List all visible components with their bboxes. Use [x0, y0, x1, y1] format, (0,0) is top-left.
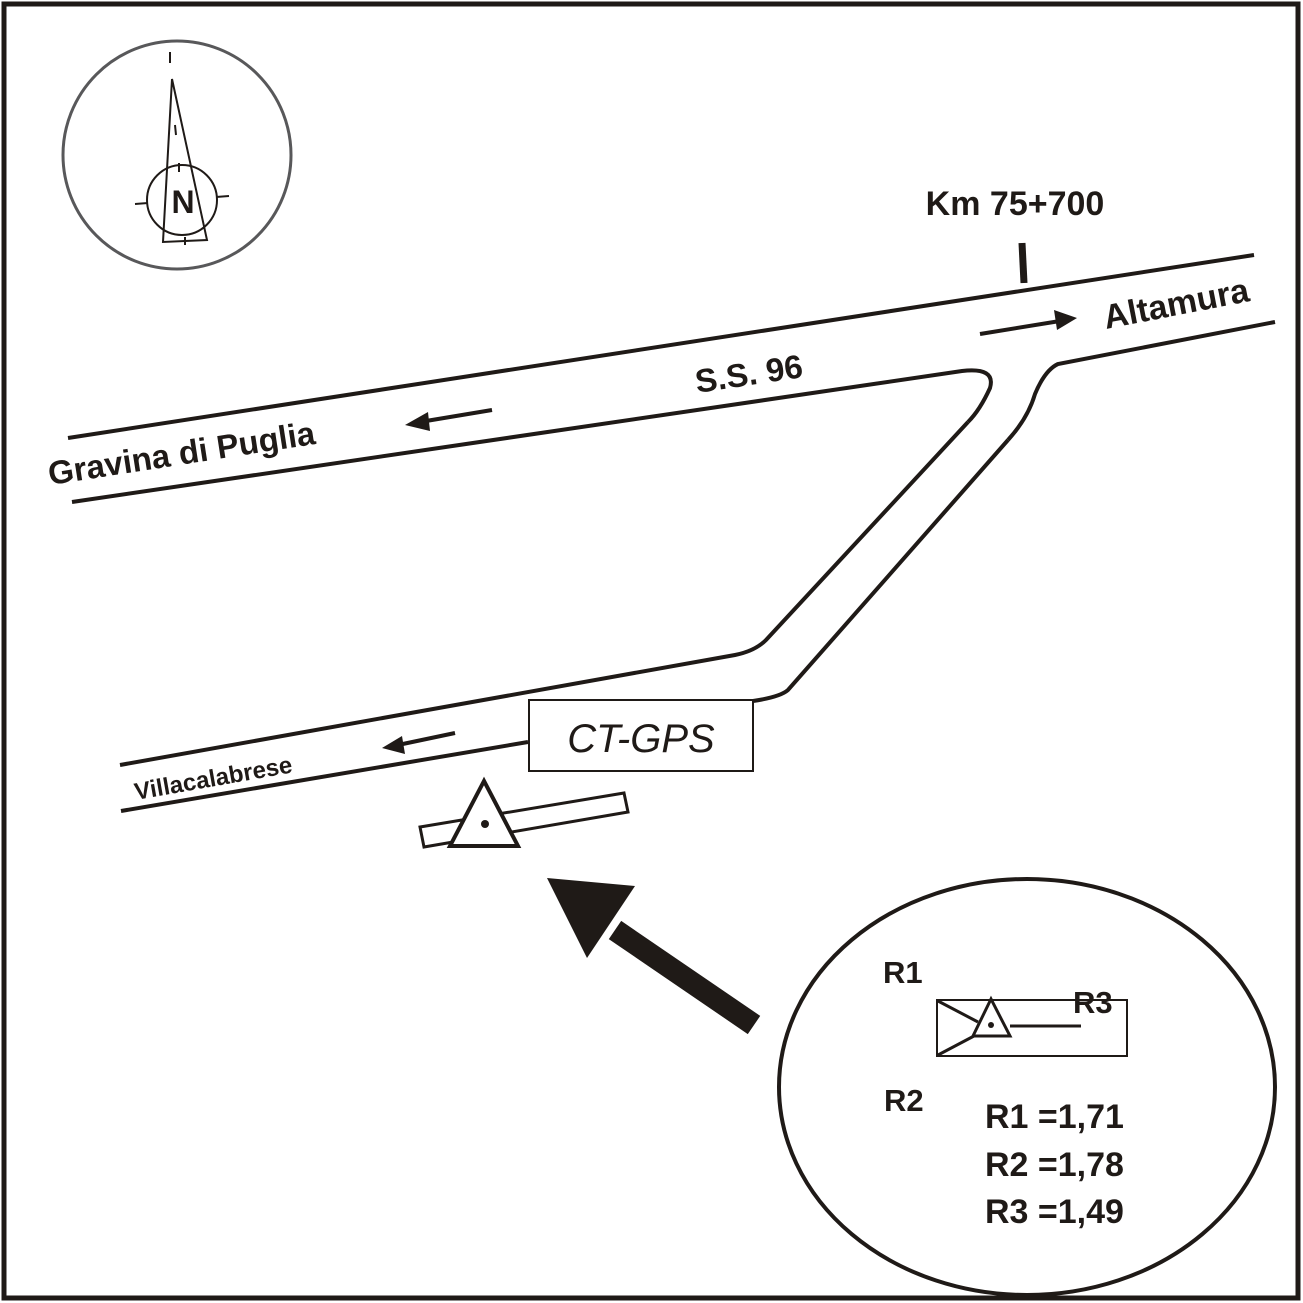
- measurement-r1: R1 =1,71: [985, 1098, 1124, 1136]
- ramp-east-edge: [752, 438, 1010, 703]
- station-label-box: CT-GPS: [528, 699, 754, 772]
- side-road-south-edge: [120, 740, 529, 813]
- inset-benchmark-dot: [988, 1022, 994, 1028]
- inset-slab: [936, 999, 1128, 1057]
- survey-benchmark-triangle-icon: [418, 776, 630, 849]
- inset-line-r1: [937, 999, 979, 1024]
- compass-ring: [61, 39, 293, 271]
- label-km-marker: Km 75+700: [926, 185, 1105, 223]
- inset-benchmark-triangle: [970, 995, 1013, 1038]
- ramp-west-edge: [119, 420, 970, 767]
- direction-arrow-altamura: [979, 310, 1077, 336]
- inset-line-r2: [937, 1034, 975, 1057]
- measurement-r3: R3 =1,49: [985, 1193, 1124, 1231]
- arrow-left-icon: [382, 736, 405, 754]
- main-road: [67, 242, 1276, 504]
- direction-arrow-villacalabrese: [382, 731, 456, 754]
- inset-label-r1: R1: [883, 955, 923, 990]
- inset-ellipse: [777, 877, 1277, 1297]
- detail-inset: R1 R2 R3 R1 =1,71 R2 =1,78 R3 =1,49: [777, 877, 1277, 1297]
- direction-arrow-gravina: [405, 408, 493, 431]
- main-road-north-edge: [67, 253, 1255, 440]
- side-road: [119, 420, 1010, 813]
- arrow-left-icon: [405, 412, 430, 431]
- compass: N: [61, 39, 293, 271]
- benchmark-dot: [481, 820, 489, 828]
- compass-east-tick: [215, 195, 230, 198]
- inset-label-r3: R3: [1073, 985, 1113, 1020]
- north-arrow-axis-tick: [174, 124, 177, 136]
- compass-center-circle: [146, 164, 218, 236]
- inset-label-r2: R2: [884, 1083, 924, 1118]
- arrow-up-left-icon: [547, 878, 761, 1035]
- measurement-r2: R2 =1,78: [985, 1146, 1124, 1184]
- benchmark-triangle: [446, 776, 522, 848]
- station-label: CT-GPS: [567, 717, 715, 761]
- compass-north-label: N: [171, 184, 194, 220]
- compass-west-tick: [134, 202, 149, 205]
- main-road-south-edge-west: [71, 368, 993, 504]
- arrow-right-icon: [1054, 310, 1077, 330]
- main-road-south-edge-east: [1006, 320, 1276, 442]
- km-marker-tick: [1018, 242, 1028, 284]
